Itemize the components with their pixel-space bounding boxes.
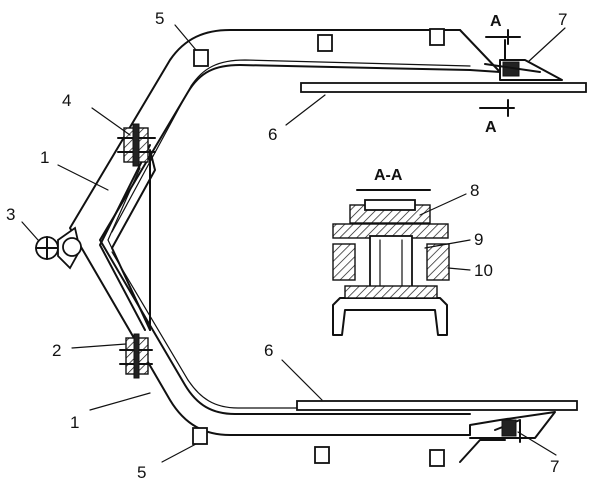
frame-inner-plates [99,144,156,331]
label-pivot: 3 [6,205,15,224]
label-roller-lower: 5 [137,463,146,482]
label-part-10: 10 [474,261,493,280]
part-labels: 5 4 1 3 2 1 5 6 6 7 7 8 9 10 [6,9,567,482]
label-end-upper: 7 [558,10,567,29]
section-marks: A A [479,13,521,136]
section-view: A-A [332,167,450,336]
upper-end-unit [459,29,563,81]
label-end-lower: 7 [550,457,559,476]
label-part-8: 8 [470,181,479,200]
label-frame-upper: 1 [40,148,49,167]
section-mark-top: A [490,13,502,30]
lower-hinge [119,333,153,379]
leader-lines [21,24,566,463]
pivot-joint [35,226,82,270]
section-mark-bottom: A [485,119,497,136]
lower-end-unit [459,411,556,463]
rails [296,82,587,411]
label-joint-lower: 2 [52,341,61,360]
frame-band [69,29,471,436]
rollers [192,28,445,467]
section-title: A-A [374,167,403,184]
label-rail-lower: 6 [264,341,273,360]
label-part-9: 9 [474,230,483,249]
upper-hinge [117,123,156,167]
label-frame-lower: 1 [70,413,79,432]
label-rail-upper: 6 [268,125,277,144]
label-roller-upper: 5 [155,9,164,28]
label-joint-upper: 4 [62,91,71,110]
